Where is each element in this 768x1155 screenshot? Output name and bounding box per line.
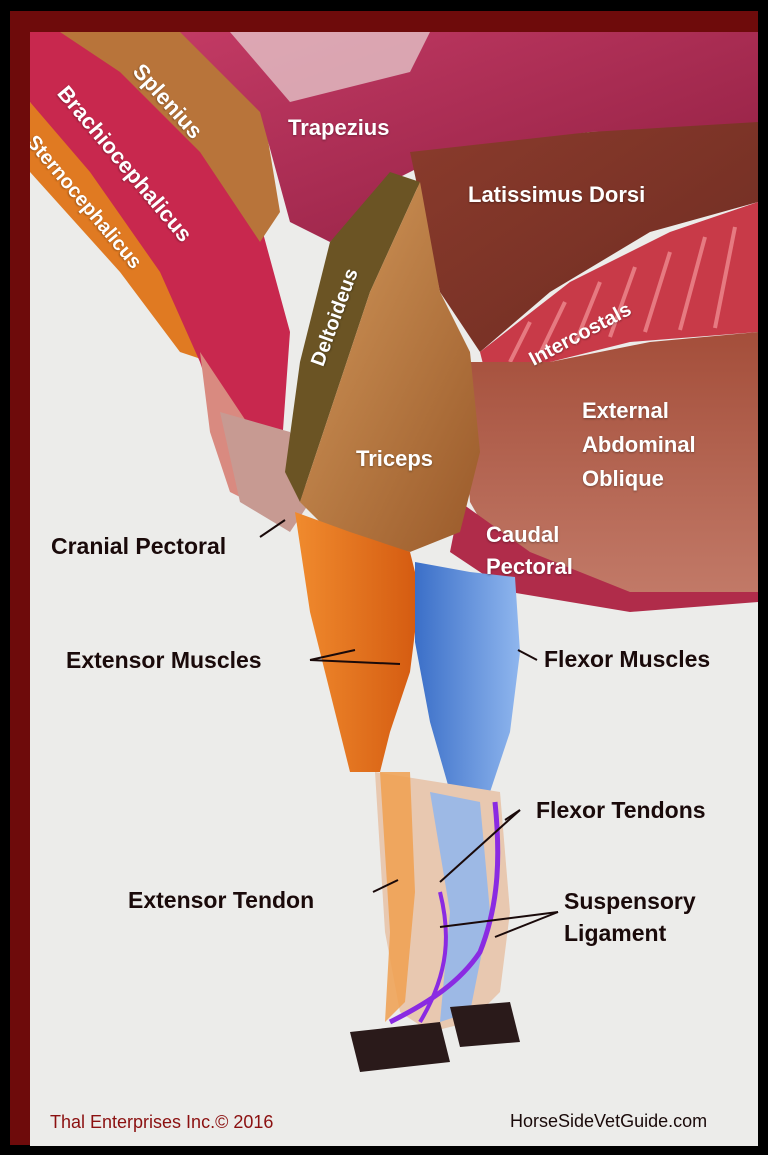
extensor-muscles xyxy=(295,512,420,772)
red-border: Splenius Brachiocephalicus Sternocephali… xyxy=(10,11,758,1146)
suspensory-ligament-label: Suspensory Ligament xyxy=(564,885,696,949)
external-abdominal-oblique-muscle xyxy=(460,332,758,597)
front-hoof xyxy=(350,1022,450,1072)
external-abdominal-oblique-line-3: Oblique xyxy=(582,466,664,491)
sternocephalicus-muscle xyxy=(30,102,210,362)
caudal-pectoral-line-1: Caudal xyxy=(486,522,560,547)
copyright-text: Thal Enterprises Inc.© 2016 xyxy=(50,1112,274,1132)
pointer-lines xyxy=(259,519,559,938)
deltoideus-muscle xyxy=(285,172,420,502)
flexor-muscles xyxy=(415,562,520,792)
intercostal-stripes xyxy=(508,226,737,363)
suspensory-ligament xyxy=(388,801,501,1025)
cranial-pectoral-muscle xyxy=(220,412,310,532)
splenius-muscle xyxy=(60,32,280,242)
brachiocephalicus-muscle xyxy=(30,32,290,472)
triceps-muscle xyxy=(300,182,480,552)
flexor-muscles-label: Flexor Muscles xyxy=(544,646,711,672)
cranial-pectoral-label: Cranial Pectoral xyxy=(51,533,227,559)
extensor-muscles-label: Extensor Muscles xyxy=(66,647,262,673)
suspensory-ligament-line-2: Ligament xyxy=(564,920,667,946)
triceps-label: Triceps xyxy=(356,446,434,471)
flexor-tendons-label: Flexor Tendons xyxy=(536,797,706,823)
latissimus-dorsi-label: Latissimus Dorsi xyxy=(468,182,646,207)
suspensory-ligament-line-1: Suspensory xyxy=(564,888,696,914)
external-abdominal-oblique-line-1: External xyxy=(582,398,669,423)
caudal-pectoral-label: Caudal Pectoral xyxy=(486,519,573,583)
horse-anatomy-illustration xyxy=(30,32,758,1072)
illustration-canvas: Splenius Brachiocephalicus Sternocephali… xyxy=(30,32,758,1146)
trapezius-label: Trapezius xyxy=(288,115,390,140)
back-hoof xyxy=(450,1002,520,1047)
latissimus-dorsi-muscle xyxy=(410,122,758,352)
intercostals-muscle xyxy=(480,202,758,392)
extensor-tendon-label: Extensor Tendon xyxy=(128,887,315,913)
withers-highlight xyxy=(230,32,430,102)
caudal-pectoral-line-2: Pectoral xyxy=(486,554,573,579)
external-abdominal-oblique-line-2: Abdominal xyxy=(582,432,696,457)
suspensory-ligament-branch xyxy=(418,891,448,1024)
website-link[interactable]: HorseSideVetGuide.com xyxy=(510,1111,708,1131)
extensor-tendon xyxy=(380,772,415,1022)
external-abdominal-oblique-label: External Abdominal Oblique xyxy=(582,394,696,496)
caudal-pectoral-muscle xyxy=(450,502,758,612)
